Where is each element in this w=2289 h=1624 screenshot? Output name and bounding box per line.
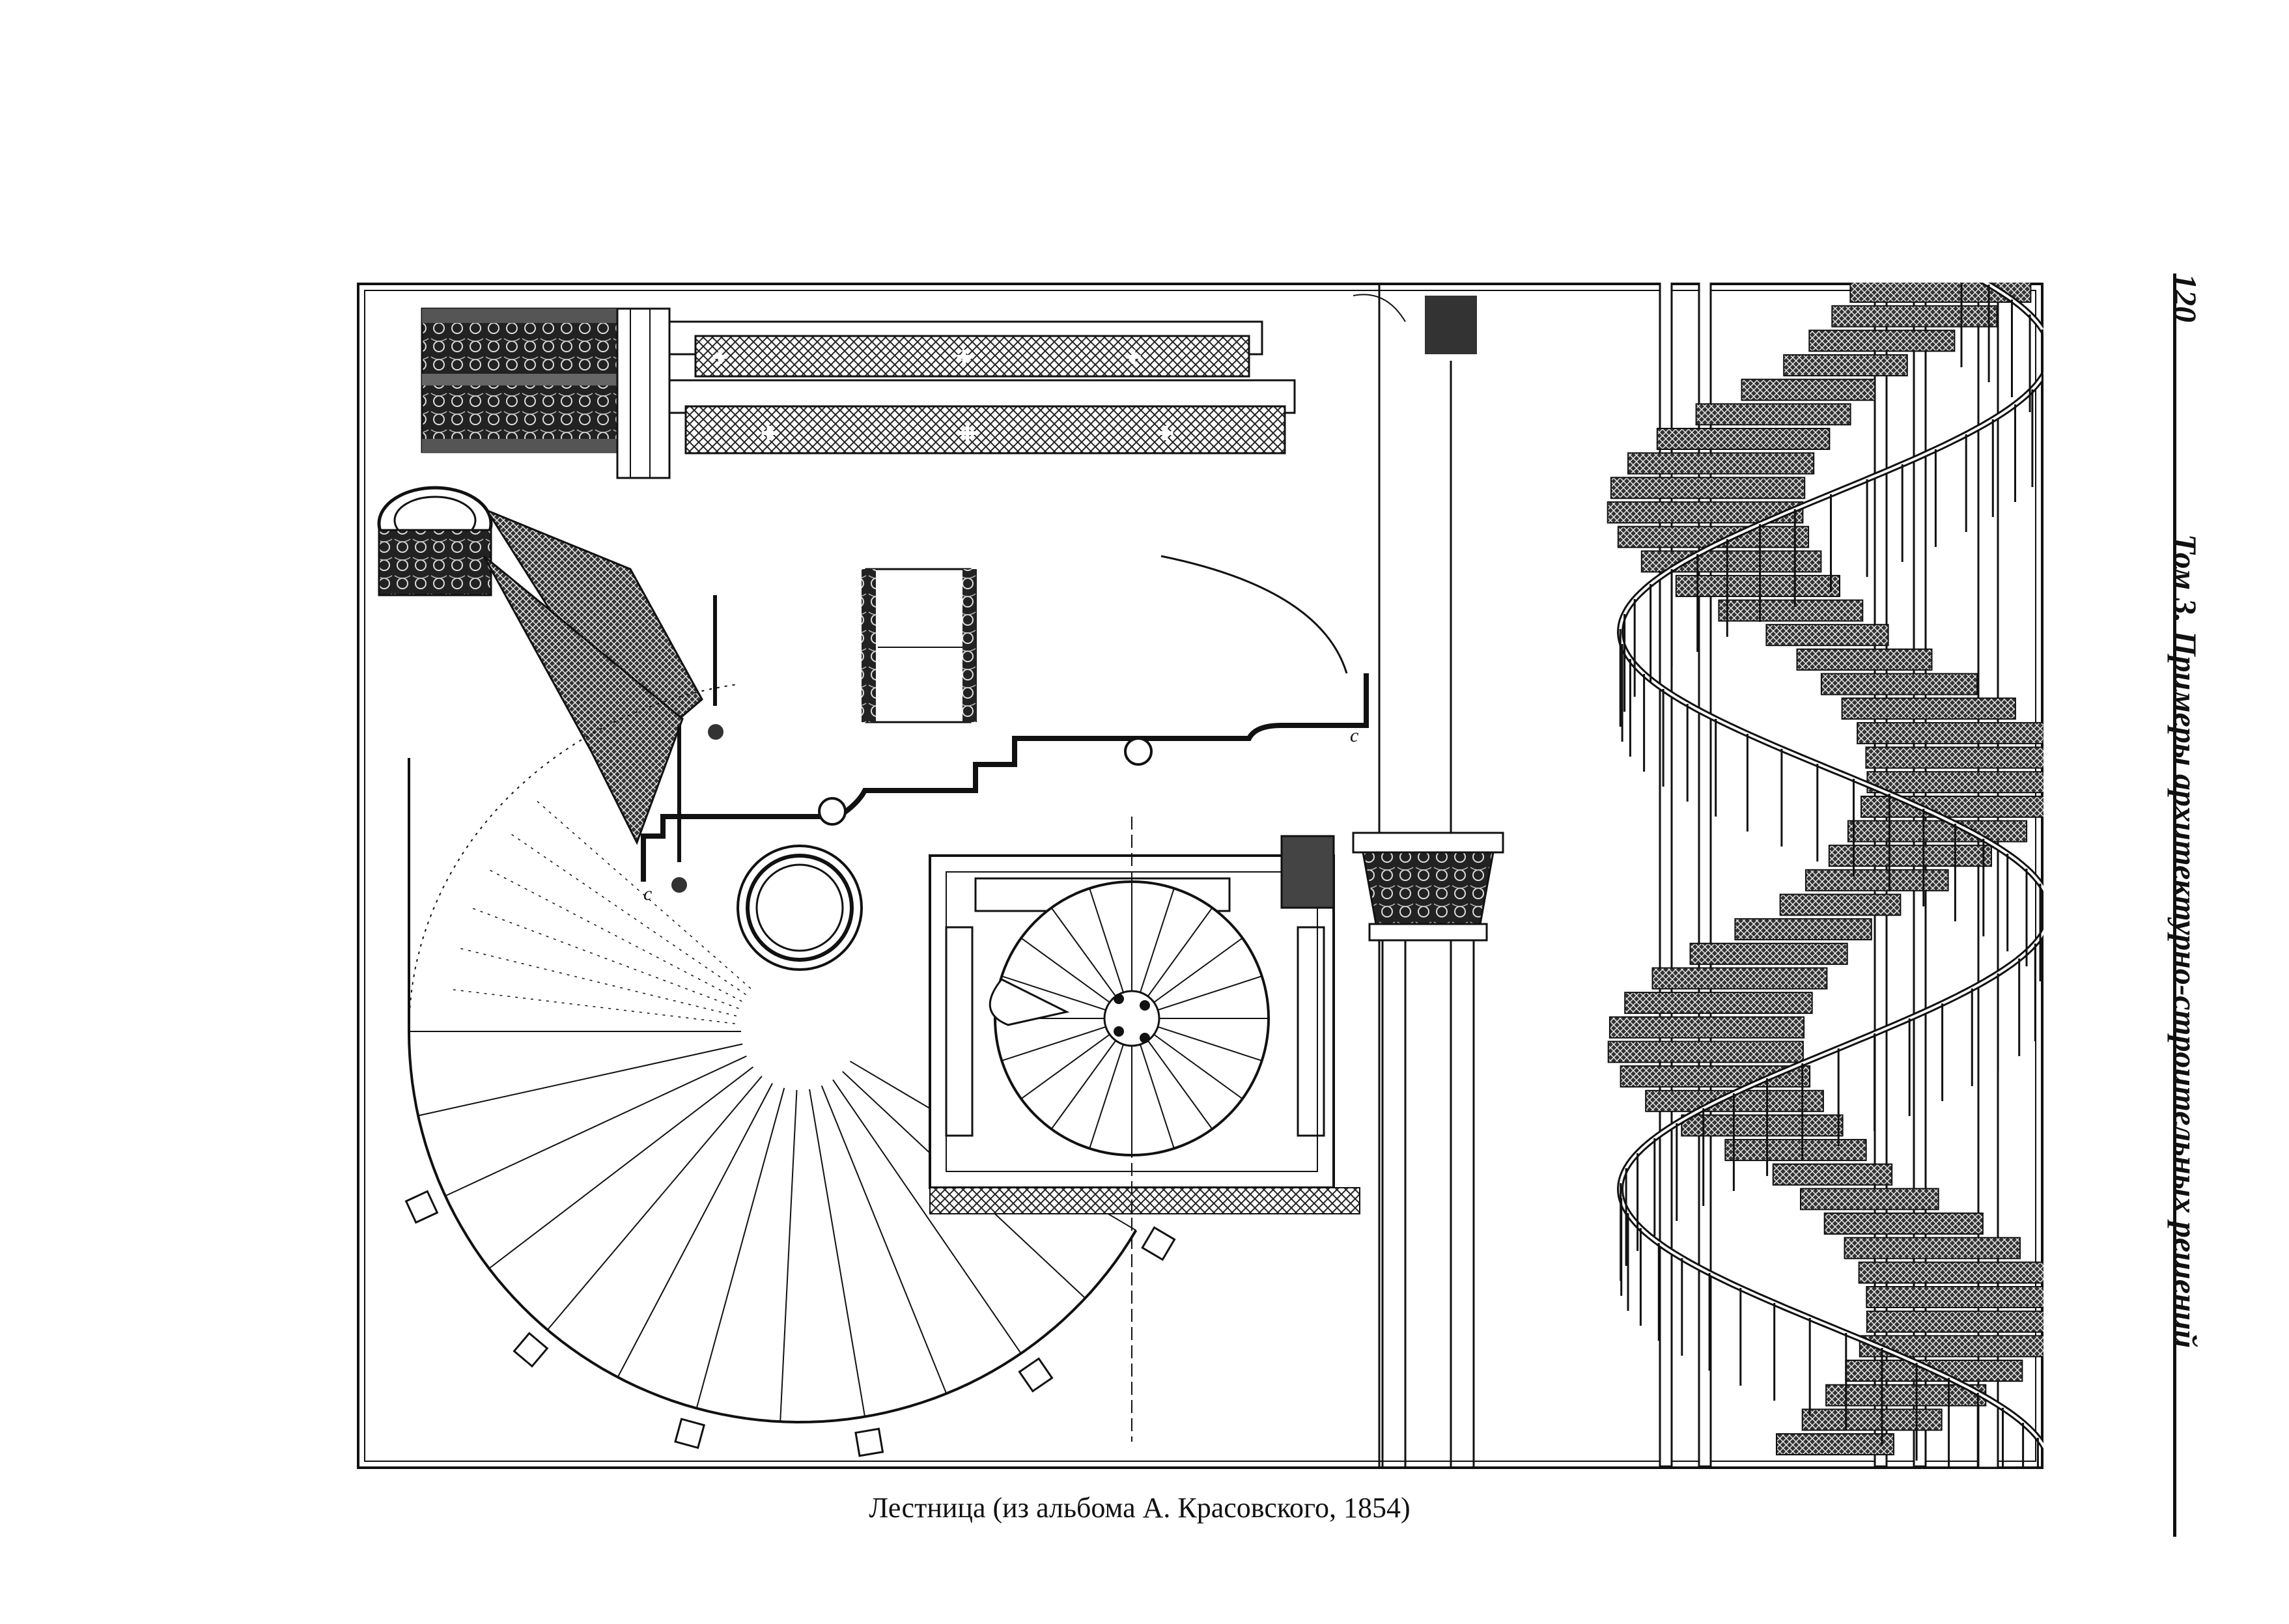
plate-frame-outer [357,283,2043,1469]
running-head-block: 120 Том 3. Примеры архитектурно-строител… [2167,273,2240,1348]
svg-text:✚: ✚ [1158,423,1174,445]
ornamented-newel-drum [421,307,671,479]
running-head: Том 3. Примеры архитектурно-строительных… [2167,534,2204,1349]
stringer-label-upper: c [1350,725,1358,746]
svg-text:✚: ✚ [1125,346,1142,369]
figure-caption: Лестница (из альбома А. Красовского, 185… [869,1492,1411,1524]
column-with-capital [1352,283,1504,1468]
baluster-block-detail [862,568,977,723]
page-number: 120 [2167,273,2204,322]
svg-text:✚: ✚ [761,423,777,445]
tread-with-ring-detail [377,486,723,893]
spiral-staircase-elevation [1607,283,2043,1469]
handrail-section-lower: ✚ ✚ ✚ [668,379,1296,455]
stair-plan-fan [404,683,1176,1457]
handrail-section-upper: ✚ ✚ ✚ [668,320,1263,378]
svg-text:✚: ✚ [959,423,976,445]
svg-text:✚: ✚ [956,346,972,369]
engraving-plate: ✚ ✚ ✚ ✚ ✚ ✚ c c [357,283,2043,1469]
running-head-rule [2173,273,2176,1537]
stringer-label-lower: c [643,883,652,904]
stringer-profile: c c [641,555,1369,904]
stair-plan-square [929,817,1360,1442]
svg-text:✚: ✚ [712,346,728,369]
